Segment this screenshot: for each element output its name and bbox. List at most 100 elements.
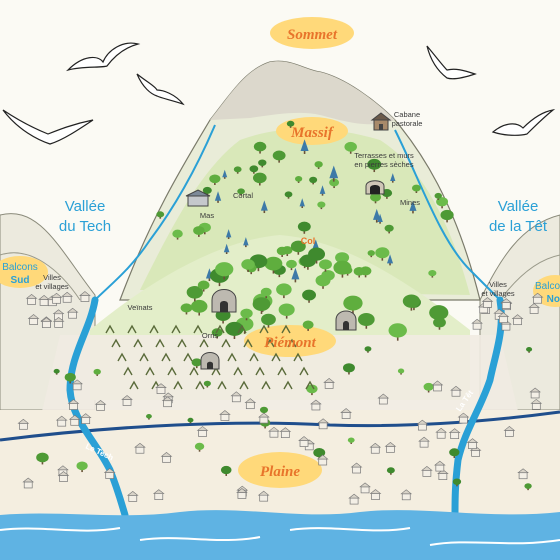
vineyard-icon bbox=[283, 380, 293, 390]
house-icon bbox=[134, 442, 146, 454]
conifer-tree-icon bbox=[386, 254, 394, 266]
tree-icon bbox=[433, 317, 446, 330]
balcons-sud-blob bbox=[0, 256, 48, 288]
vineyard-icon bbox=[293, 352, 303, 362]
tree-icon bbox=[237, 188, 245, 196]
stone-hut-icon bbox=[211, 289, 237, 313]
house-icon bbox=[448, 428, 461, 440]
cabin-icon bbox=[370, 112, 392, 131]
house-icon bbox=[348, 493, 360, 505]
bird-icon bbox=[491, 109, 556, 136]
vineyard-icon bbox=[299, 366, 309, 376]
conifer-tree-icon bbox=[260, 200, 268, 214]
tree-icon bbox=[357, 312, 375, 329]
stone-hut-icon bbox=[200, 352, 220, 370]
vineyards bbox=[105, 324, 315, 390]
tree-icon bbox=[294, 176, 303, 183]
zone-label-massif: Massif bbox=[290, 125, 335, 141]
valley-tech-line2: du Tech bbox=[59, 218, 111, 235]
balcons-sud-line2: Sud bbox=[11, 275, 30, 286]
vineyard-icon bbox=[127, 324, 137, 334]
vineyard-icon bbox=[277, 366, 287, 376]
house-icon bbox=[471, 318, 483, 330]
stream-right bbox=[394, 129, 501, 301]
vineyard-icon bbox=[149, 324, 159, 334]
tree-icon bbox=[333, 260, 352, 278]
vineyard-icon bbox=[155, 338, 165, 348]
tree-icon bbox=[384, 224, 394, 234]
vineyard-icon bbox=[173, 380, 183, 390]
sea-waves bbox=[0, 527, 560, 546]
house-icon bbox=[61, 291, 74, 303]
conifer-tree-icon bbox=[243, 237, 249, 248]
house-icon bbox=[450, 385, 462, 397]
house-icon bbox=[257, 490, 270, 502]
vineyard-icon bbox=[111, 338, 121, 348]
piemont-lower bbox=[40, 335, 520, 420]
house-icon bbox=[244, 398, 257, 410]
tree-icon bbox=[344, 141, 357, 154]
tree-icon bbox=[440, 209, 454, 223]
tree-icon bbox=[215, 262, 234, 280]
river-tet bbox=[451, 296, 505, 519]
vineyard-icon bbox=[249, 352, 259, 362]
house-icon bbox=[27, 314, 40, 325]
house-icon bbox=[22, 477, 35, 489]
vineyard-icon bbox=[215, 324, 225, 334]
label-orris: Orris bbox=[202, 331, 218, 340]
tree-icon bbox=[411, 184, 421, 193]
conifer-tree-icon bbox=[222, 169, 228, 179]
house-icon bbox=[316, 454, 329, 466]
tree-icon bbox=[156, 211, 165, 219]
label-col: Col bbox=[301, 236, 316, 246]
house-icon bbox=[531, 292, 544, 304]
vineyard-icon bbox=[221, 338, 231, 348]
tree-icon bbox=[375, 247, 390, 261]
tree-icon bbox=[353, 267, 365, 278]
house-icon bbox=[457, 412, 470, 424]
tree-icon bbox=[423, 382, 434, 393]
tree-icon bbox=[186, 285, 203, 302]
tree-icon bbox=[240, 308, 253, 321]
left-balcon-ridge bbox=[0, 252, 81, 301]
vineyard-icon bbox=[139, 352, 149, 362]
label-villes-left-line1: Villes bbox=[43, 273, 61, 282]
tree-icon bbox=[329, 178, 340, 189]
mine-entrance-icon bbox=[365, 180, 385, 195]
stream-left bbox=[94, 124, 216, 301]
vineyard-icon bbox=[255, 366, 265, 376]
label-veinats: Veïnats bbox=[127, 303, 152, 312]
tree-icon bbox=[306, 384, 318, 396]
house-icon bbox=[160, 451, 173, 463]
tree-icon bbox=[367, 158, 382, 173]
tree-icon bbox=[36, 452, 49, 465]
tree-icon bbox=[194, 442, 205, 452]
house-icon bbox=[529, 387, 541, 399]
tree-icon bbox=[449, 448, 460, 459]
vineyard-icon bbox=[271, 352, 281, 362]
zone-label-piemont: Piémont bbox=[264, 335, 316, 351]
tree-icon bbox=[249, 165, 259, 174]
tree-icon bbox=[211, 328, 223, 339]
conifer-tree-icon bbox=[377, 213, 383, 224]
house-icon bbox=[500, 298, 513, 309]
river-tech bbox=[66, 296, 129, 519]
trees bbox=[36, 120, 533, 491]
tree-icon bbox=[397, 368, 405, 375]
vineyard-icon bbox=[117, 352, 127, 362]
tree-icon bbox=[314, 161, 323, 169]
tree-icon bbox=[191, 358, 202, 369]
label-terrasses-line1: Terrasses et murs bbox=[354, 151, 414, 160]
tree-icon bbox=[347, 437, 355, 444]
label-mines: Mines bbox=[400, 198, 420, 207]
tree-icon bbox=[264, 256, 283, 274]
house-icon bbox=[400, 489, 413, 501]
house-icon bbox=[66, 307, 79, 319]
house-icon bbox=[57, 471, 70, 482]
tree-icon bbox=[524, 483, 532, 491]
label-cortal: Cortal bbox=[233, 191, 253, 200]
tree-icon bbox=[180, 303, 193, 315]
sea bbox=[0, 510, 560, 560]
